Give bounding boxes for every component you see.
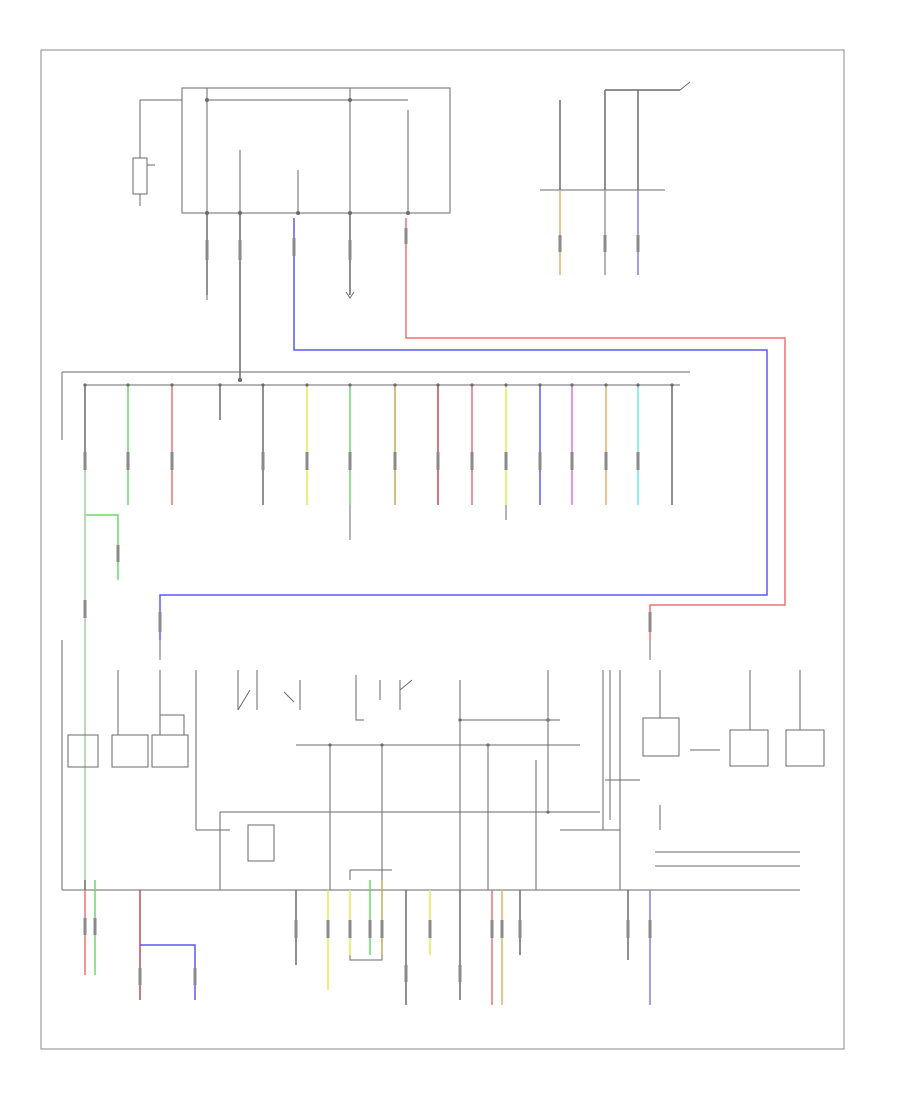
fusible-link-box bbox=[181, 87, 451, 214]
battery bbox=[132, 99, 182, 206]
fuse-markers-top bbox=[205, 98, 410, 215]
fuse-tops bbox=[83, 378, 674, 387]
top-right-fuse-group bbox=[540, 89, 680, 275]
central-ground-stub bbox=[349, 505, 507, 540]
top-ground-arrows bbox=[206, 291, 355, 300]
relay-coil-symbols bbox=[283, 679, 413, 721]
top-connectors bbox=[205, 228, 408, 260]
bottom-junctions bbox=[328, 718, 550, 814]
bottom-connectors-mid bbox=[158, 612, 652, 632]
left-branch-connector bbox=[83, 545, 120, 618]
bottom-connectors bbox=[83, 918, 652, 985]
fuse-drop-connectors bbox=[83, 452, 640, 470]
switch-symbol-top bbox=[679, 81, 691, 91]
fuse-block bbox=[61, 371, 690, 440]
red-feed-wire bbox=[405, 218, 786, 640]
left-green-branch bbox=[84, 470, 119, 880]
blue-feed-wire bbox=[159, 218, 768, 640]
top-right-connectors bbox=[558, 235, 640, 252]
relay-boxes bbox=[67, 670, 825, 890]
diagram-frame bbox=[40, 49, 845, 1050]
bottom-bus bbox=[61, 640, 800, 891]
